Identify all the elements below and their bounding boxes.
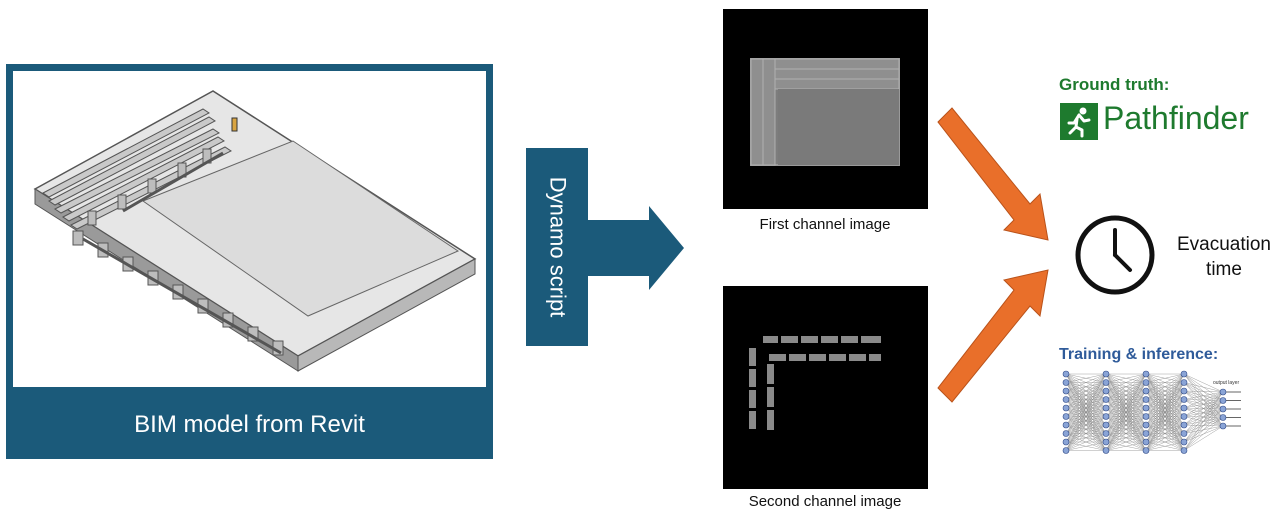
nn-node <box>1142 438 1150 446</box>
nn-node <box>1102 447 1110 454</box>
bim-model-label: BIM model from Revit <box>134 411 365 438</box>
nn-node <box>1062 387 1070 395</box>
nn-node <box>1062 370 1070 378</box>
nn-node <box>1219 405 1227 413</box>
nn-node <box>1180 438 1188 446</box>
evacuation-line-2: time <box>1206 259 1242 280</box>
second-channel-caption: Second channel image <box>748 493 902 510</box>
nn-node <box>1219 422 1227 430</box>
nn-node <box>1062 438 1070 446</box>
nn-node <box>1062 404 1070 412</box>
nn-node <box>1142 404 1150 412</box>
nn-node <box>1219 414 1227 421</box>
nn-node <box>1062 430 1070 437</box>
first-channel-caption: First channel image <box>759 216 891 233</box>
nn-node <box>1142 379 1150 386</box>
nn-node <box>1180 413 1188 420</box>
first-channel-image <box>723 9 928 209</box>
neural-network-icon: output layer <box>1062 370 1241 454</box>
nn-node <box>1180 404 1188 412</box>
pathfinder-logo-text: Pathfinder <box>1103 100 1249 136</box>
nn-node <box>1180 379 1188 386</box>
nn-node <box>1219 397 1227 404</box>
second-channel-image <box>723 286 928 489</box>
evacuation-line-1: Evacuation <box>1176 234 1271 255</box>
dynamo-script-arrow <box>526 148 684 346</box>
nn-node <box>1062 447 1070 454</box>
nn-node <box>1142 430 1150 437</box>
nn-node <box>1102 404 1110 412</box>
nn-node <box>1180 421 1188 429</box>
nn-node <box>1102 438 1110 446</box>
nn-node <box>1142 370 1150 378</box>
ground-truth-label: Ground truth: <box>1059 75 1170 94</box>
nn-node <box>1102 379 1110 386</box>
nn-node <box>1180 447 1188 454</box>
nn-node <box>1102 387 1110 395</box>
nn-node <box>1142 387 1150 395</box>
nn-node <box>1062 396 1070 403</box>
training-inference-label: Training & inference: <box>1059 346 1219 363</box>
nn-node <box>1180 430 1188 437</box>
nn-node <box>1180 396 1188 403</box>
clock-icon <box>1075 215 1155 295</box>
running-person-icon <box>1060 103 1098 140</box>
orange-arrows <box>937 107 1049 403</box>
bim-model-image <box>13 71 486 387</box>
nn-node <box>1142 396 1150 403</box>
nn-node <box>1219 388 1227 396</box>
nn-node <box>1142 447 1150 454</box>
dynamo-script-label: Dynamo script <box>545 176 570 318</box>
nn-output-label: output layer <box>1213 380 1239 386</box>
nn-node <box>1102 421 1110 429</box>
nn-node <box>1102 413 1110 420</box>
nn-node <box>1142 413 1150 420</box>
nn-node <box>1102 430 1110 437</box>
nn-node <box>1102 370 1110 378</box>
nn-node <box>1180 387 1188 395</box>
nn-node <box>1180 370 1188 378</box>
nn-node <box>1062 413 1070 420</box>
nn-node <box>1142 421 1150 429</box>
isometric-building-illustration <box>33 90 477 372</box>
dynamo-script-label-box: Dynamo script <box>526 148 588 346</box>
nn-node <box>1062 379 1070 386</box>
nn-node <box>1102 396 1110 403</box>
nn-node <box>1062 421 1070 429</box>
evacuation-time-label: Evacuation time <box>1162 232 1284 282</box>
